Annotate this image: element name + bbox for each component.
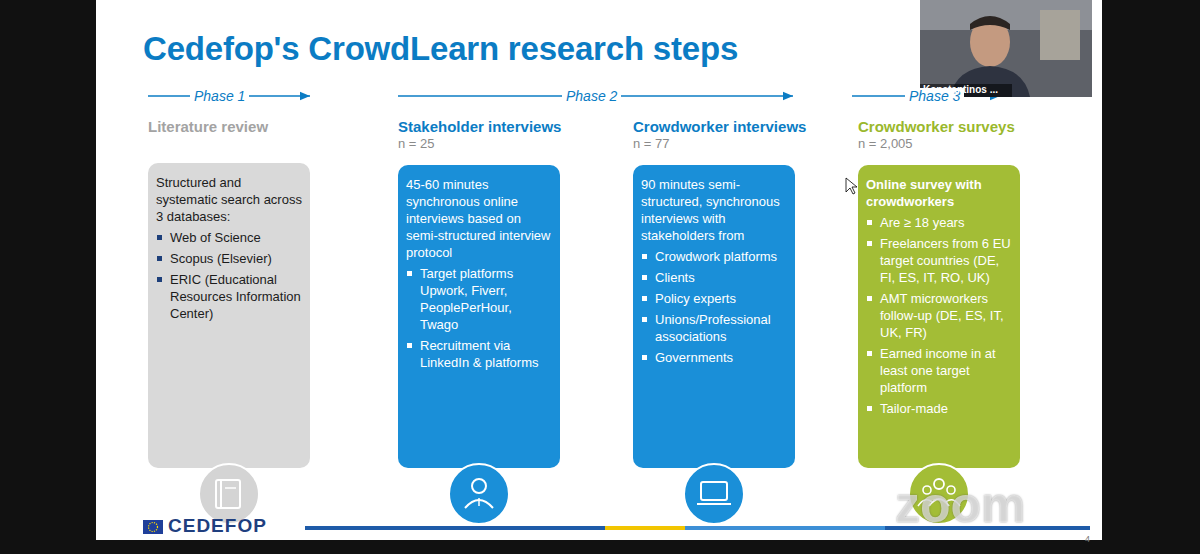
step-heading: Stakeholder interviews — [398, 118, 560, 136]
bullet-item: Policy experts — [641, 290, 787, 307]
sample-size: n = 2,005 — [858, 136, 1020, 152]
research-step: Crowdworker surveysn = 2,005Online surve… — [858, 118, 1020, 468]
bullet-text: Freelancers from 6 EU target countries (… — [880, 236, 1011, 285]
bullet-square — [642, 317, 647, 322]
laptop-icon — [684, 464, 744, 524]
step-card: 45-60 minutes synchronous online intervi… — [398, 165, 560, 468]
bullet-square — [867, 220, 872, 225]
bullet-square — [642, 355, 647, 360]
bullet-text: Target platforms Upwork, Fiverr, PeopleP… — [420, 266, 513, 332]
bullet-text: Web of Science — [170, 230, 261, 245]
bullet-text: Tailor-made — [880, 401, 948, 416]
step-description: 90 minutes semi-structured, synchronous … — [641, 176, 787, 244]
sample-size: n = 25 — [398, 136, 560, 152]
bullet-text: Are ≥ 18 years — [880, 215, 964, 230]
logo-text: CEDEFOP — [168, 515, 267, 537]
step-card: 90 minutes semi-structured, synchronous … — [633, 165, 795, 468]
step-heading: Crowdworker interviews — [633, 118, 795, 136]
slide-title: Cedefop's CrowdLearn research steps — [143, 30, 738, 68]
bullet-item: Target platforms Upwork, Fiverr, PeopleP… — [406, 265, 552, 333]
step-heading: Literature review — [148, 118, 310, 136]
bullet-item: Are ≥ 18 years — [866, 214, 1012, 231]
eu-flag — [143, 520, 163, 534]
step-description: Online survey with crowdworkers — [866, 176, 1012, 210]
bullet-square — [642, 275, 647, 280]
phase-label: Phase 2 — [562, 88, 621, 104]
bullet-item: Scopus (Elsevier) — [156, 250, 302, 267]
video-tile — [920, 0, 1092, 97]
bullet-text: ERIC (Educational Resources Information … — [170, 272, 301, 321]
bullet-square — [157, 235, 162, 240]
bullet-square — [642, 296, 647, 301]
step-description: 45-60 minutes synchronous online intervi… — [406, 176, 552, 261]
bullet-item: Recruitment via LinkedIn & platforms — [406, 337, 552, 371]
bullet-square — [867, 241, 872, 246]
bullet-square — [157, 277, 162, 282]
step-heading: Crowdworker surveys — [858, 118, 1020, 136]
participant-name: Konstantinos ... — [923, 84, 998, 95]
bullet-item: ERIC (Educational Resources Information … — [156, 271, 302, 322]
bullet-text: Crowdwork platforms — [655, 249, 777, 264]
bullet-text: AMT microworkers follow-up (DE, ES, IT, … — [880, 291, 1004, 340]
slide-number: 4 — [1085, 534, 1090, 544]
bullet-square — [407, 343, 412, 348]
step-description: Structured and systematic search across … — [156, 174, 302, 225]
research-step: Literature reviewStructured and systemat… — [148, 118, 310, 468]
bullet-square — [867, 351, 872, 356]
bullet-item: Tailor-made — [866, 400, 1012, 417]
bullet-item: Crowdwork platforms — [641, 248, 787, 265]
phase-label: Phase 1 — [190, 88, 249, 104]
bullet-item: AMT microworkers follow-up (DE, ES, IT, … — [866, 290, 1012, 341]
bullet-item: Earned income in at least one target pla… — [866, 345, 1012, 396]
bullet-text: Recruitment via LinkedIn & platforms — [420, 338, 539, 370]
research-step: Crowdworker interviewsn = 77 90 minutes s… — [633, 118, 795, 468]
bullet-square — [157, 256, 162, 261]
bullet-text: Earned income in at least one target pla… — [880, 346, 996, 395]
bullet-item: Clients — [641, 269, 787, 286]
bullet-item: Governments — [641, 349, 787, 366]
bullet-item: Freelancers from 6 EU target countries (… — [866, 235, 1012, 286]
bullet-square — [407, 271, 412, 276]
bullet-text: Policy experts — [655, 291, 736, 306]
bullet-square — [642, 254, 647, 259]
sample-size: n = 77 — [633, 136, 795, 152]
bullet-text: Unions/Professional associations — [655, 312, 771, 344]
step-card: Online survey with crowdworkersAre ≥ 18 … — [858, 165, 1020, 468]
bullet-square — [867, 296, 872, 301]
bullet-item: Web of Science — [156, 229, 302, 246]
step-card: Structured and systematic search across … — [148, 163, 310, 468]
watermark: zoom — [895, 476, 1026, 534]
bullet-square — [867, 406, 872, 411]
bullet-text: Clients — [655, 270, 695, 285]
person-icon — [449, 464, 509, 524]
bullet-item: Unions/Professional associations — [641, 311, 787, 345]
bullet-text: Governments — [655, 350, 733, 365]
mouse-cursor — [846, 178, 857, 194]
research-step: Stakeholder interviewsn = 25 45-60 minute… — [398, 118, 560, 468]
bullet-text: Scopus (Elsevier) — [170, 251, 272, 266]
